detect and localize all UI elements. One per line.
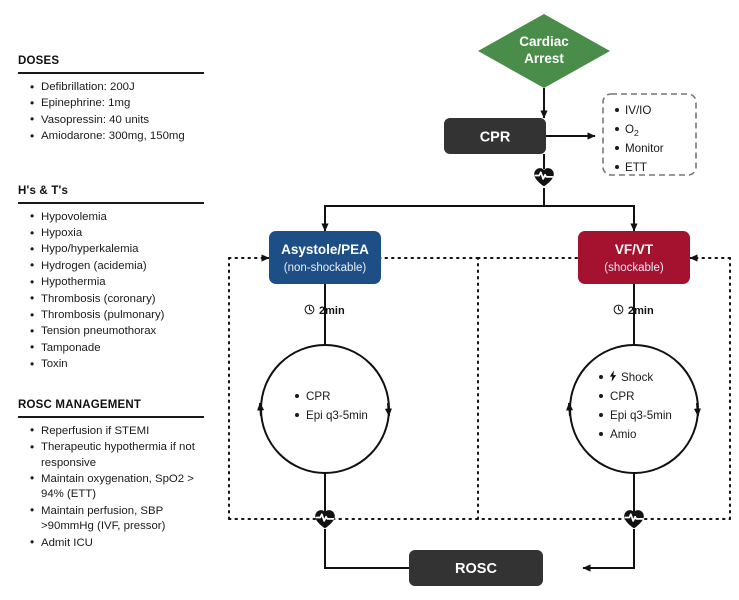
list-item: Hydrogen (acidemia): [30, 258, 212, 274]
loop-contents-right: Shock CPR Epi q3-5min Amio: [599, 370, 672, 441]
rosc-box-shape: [409, 550, 543, 586]
edge-split-to-asystole: [321, 205, 545, 232]
timer-right: 2min: [613, 304, 654, 317]
list-item: Admit ICU: [30, 535, 212, 551]
bullet: [295, 394, 299, 398]
edge-split-to-vfvt: [543, 205, 638, 232]
loop-right-item-cpr: CPR: [610, 390, 634, 403]
list-item: Reperfusion if STEMI: [30, 423, 212, 439]
sidebar-section-hs-and-ts: H's & T's Hypovolemia Hypoxia Hypo/hyper…: [18, 185, 212, 373]
flowchart-area: Cardiac Arrest CPR IV/IO O2 Monitor ETT: [220, 0, 739, 600]
heart-pulse-icon: [623, 509, 645, 529]
list-item: Thrombosis (pulmonary): [30, 308, 212, 324]
section-title-hs-and-ts: H's & T's: [18, 184, 69, 197]
section-divider: [18, 415, 204, 418]
flowchart-svg: Cardiac Arrest CPR IV/IO O2 Monitor ETT: [228, 14, 731, 586]
bullet: [615, 127, 619, 131]
loop-arrow-left-down: [384, 402, 393, 417]
vfvt-subtitle: (shockable): [604, 262, 664, 274]
loop-arrow-right-up: [565, 402, 574, 417]
heart-pulse-icon: [533, 167, 555, 187]
timer-left: 2min: [304, 304, 345, 317]
heart-pulse-icon: [314, 509, 336, 529]
list-item: Toxin: [30, 357, 212, 373]
rosc-management-list: Reperfusion if STEMI Therapeutic hypothe…: [18, 423, 212, 551]
section-title-rosc-management: ROSC MANAGEMENT: [18, 398, 142, 411]
loop-left-item-epi: Epi q3-5min: [306, 409, 368, 422]
list-item: Tension pneumothorax: [30, 324, 212, 340]
list-item: Therapeutic hypothermia if not responsiv…: [30, 440, 212, 471]
cpr-label: CPR: [480, 130, 511, 146]
adjunct-item-iv-io: IV/IO: [625, 104, 651, 117]
list-item: Tamponade: [30, 340, 212, 356]
diamond-shape: [478, 14, 610, 88]
adjunct-item-oxygen: O2: [625, 123, 639, 138]
vfvt-title: VF/VT: [615, 242, 654, 257]
list-item: Thrombosis (coronary): [30, 291, 212, 307]
edge-right-to-rosc: [582, 529, 635, 572]
sidebar-section-doses: DOSES Defibrillation: 200J Epinephrine: …: [18, 55, 212, 145]
reference-sidebar: DOSES Defibrillation: 200J Epinephrine: …: [0, 0, 220, 600]
list-item: Maintain oxygenation, SpO2 > 94% (ETT): [30, 471, 212, 503]
loop-contents-left: CPR Epi q3-5min: [295, 390, 368, 422]
list-item: Epinephrine: 1mg: [30, 96, 212, 112]
timer-right-label: 2min: [628, 305, 654, 317]
section-divider: [18, 201, 204, 204]
section-divider: [18, 72, 204, 74]
doses-list: Defibrillation: 200J Epinephrine: 1mg Va…: [18, 79, 212, 145]
loop-arrow-right-down: [693, 402, 702, 417]
list-item: Hypoxia: [30, 226, 212, 242]
bullet: [599, 432, 603, 436]
section-title-doses: DOSES: [18, 55, 60, 67]
adjuncts-box-border: [602, 93, 697, 176]
bullet: [615, 146, 619, 150]
rosc-label: ROSC: [455, 561, 497, 577]
loop-arrow-left-up: [256, 402, 265, 417]
vfvt-box-shape: [578, 231, 690, 284]
cardiac-arrest-label-line2: Arrest: [524, 51, 564, 66]
hs-and-ts-list: Hypovolemia Hypoxia Hypo/hyperkalemia Hy…: [18, 209, 212, 373]
node-asystole-pea[interactable]: Asystole/PEA (non-shockable): [269, 231, 381, 284]
asystole-subtitle: (non-shockable): [284, 262, 367, 274]
list-item: Hypothermia: [30, 275, 212, 291]
node-rosc[interactable]: ROSC: [409, 550, 543, 586]
node-vf-vt[interactable]: VF/VT (shockable): [578, 231, 690, 284]
asystole-box-shape: [269, 231, 381, 284]
adjuncts-box[interactable]: IV/IO O2 Monitor ETT: [602, 93, 697, 176]
list-item: Defibrillation: 200J: [30, 79, 212, 95]
list-item: Hypo/hyperkalemia: [30, 242, 212, 258]
bullet: [599, 394, 603, 398]
list-item: Maintain perfusion, SBP >90mmHg (IVF, pr…: [30, 503, 212, 535]
node-cpr[interactable]: CPR: [444, 118, 546, 154]
bullet: [615, 108, 619, 112]
sidebar-section-rosc-management: ROSC MANAGEMENT Reperfusion if STEMI The…: [18, 399, 212, 551]
asystole-title: Asystole/PEA: [281, 242, 369, 257]
node-cardiac-arrest[interactable]: Cardiac Arrest: [478, 14, 610, 88]
clock-icon: [304, 304, 315, 315]
cpr-box-shape: [444, 118, 546, 154]
bullet: [295, 413, 299, 417]
loop-left-item-cpr: CPR: [306, 390, 330, 403]
loop-right-item-amio: Amio: [610, 428, 636, 441]
loop-right-item-shock: Shock: [621, 371, 653, 384]
timer-left-label: 2min: [319, 305, 345, 317]
adjunct-item-monitor: Monitor: [625, 142, 664, 155]
list-item: Amiodarone: 300mg, 150mg: [30, 129, 212, 145]
cardiac-arrest-label-line1: Cardiac: [519, 34, 569, 49]
list-item: Hypovolemia: [30, 209, 212, 225]
bullet: [599, 375, 603, 379]
bullet: [615, 165, 619, 169]
loop-right-item-epi: Epi q3-5min: [610, 409, 672, 422]
clock-icon: [613, 304, 624, 315]
bullet: [599, 413, 603, 417]
adjunct-item-ett: ETT: [625, 161, 647, 174]
list-item: Vasopressin: 40 units: [30, 112, 212, 128]
